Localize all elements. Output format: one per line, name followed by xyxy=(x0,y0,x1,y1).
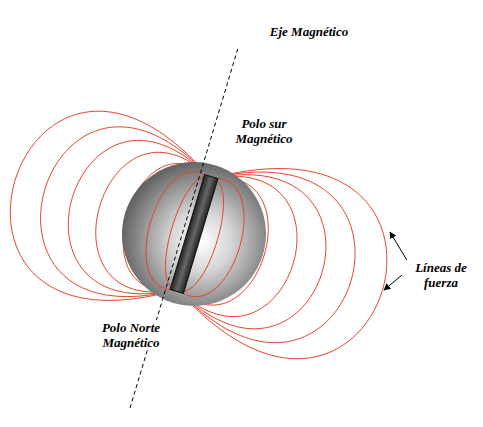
field-lines-label: Líneas de fuerza xyxy=(402,260,480,290)
axis-label: Eje Magnético xyxy=(252,24,366,39)
pole-label: Polo sur Magnético xyxy=(222,116,306,146)
pole-label: Polo Norte Magnético xyxy=(84,320,178,350)
bar-magnet xyxy=(170,175,218,294)
leader-arrow xyxy=(390,232,408,262)
magnetic-axis xyxy=(130,48,238,408)
field-lines xyxy=(10,111,387,359)
earth-sphere xyxy=(122,162,266,306)
